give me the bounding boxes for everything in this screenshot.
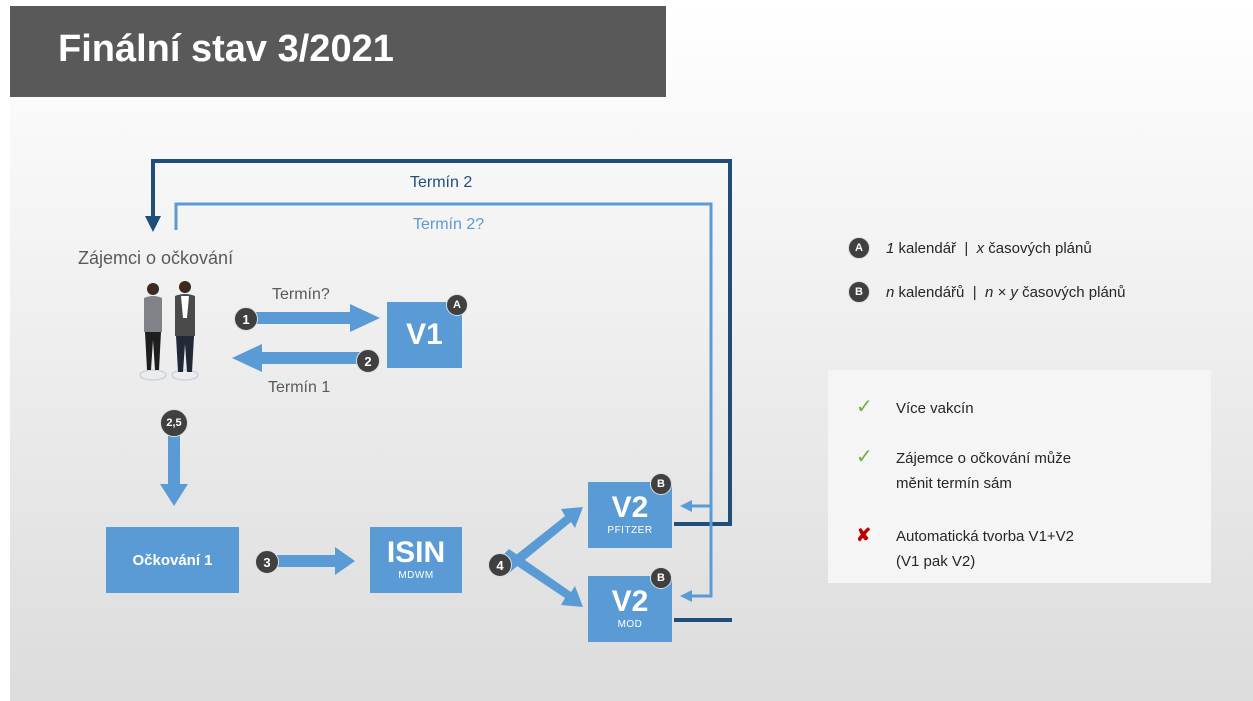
feature-item-2: ✓ Zájemce o očkování může měnit termín s…: [856, 446, 1071, 496]
arrow-to-v2-top: [502, 507, 583, 573]
badge-b-v2-mod: B: [650, 567, 672, 589]
isin-label: ISIN: [386, 536, 446, 569]
arrow-termin1-response: [232, 344, 360, 372]
feature-2-line2: měnit termín sám: [896, 475, 1012, 492]
v2-pfitzer-sublabel: PFITZER: [607, 525, 653, 536]
badge-b-v2-pfitzer: B: [650, 473, 672, 495]
termin2q-label: Termín 2?: [413, 216, 485, 233]
zajemci-label: Zájemci o očkování: [78, 248, 234, 268]
feature-item-1: ✓ Více vakcín: [856, 396, 974, 421]
legend-b-text2: časových plánů: [1017, 283, 1126, 301]
legend-b: B n kalendářů | n × y časových plánů: [848, 281, 1125, 303]
termin2-label: Termín 2: [410, 174, 473, 191]
ockovani1-box: Očkování 1: [106, 527, 239, 593]
arrow-to-ockovani: [160, 436, 188, 506]
arrow-to-v2-bottom: [502, 549, 583, 607]
v2-mod-label: V2: [611, 585, 649, 618]
legend-a-text1: kalendář |: [894, 239, 977, 257]
arrow-termin-request: [238, 304, 380, 332]
cross-icon: ✘: [856, 525, 872, 545]
step-marker-2-5: 2,5: [160, 409, 188, 437]
termin-request-label: Termín?: [272, 286, 330, 303]
legend-a-badge: A: [848, 237, 870, 259]
step-marker-1: 1: [234, 307, 258, 331]
ockovani1-label: Očkování 1: [132, 551, 213, 569]
feature-2-line1: Zájemce o očkování může: [896, 450, 1072, 467]
legend-a: A 1 kalendář | x časových plánů: [848, 237, 1092, 259]
legend-a-text2: časových plánů: [984, 239, 1092, 257]
check-icon: ✓: [856, 396, 873, 418]
badge-a-v1: A: [446, 294, 468, 316]
feature-1-line1: Více vakcín: [896, 400, 974, 417]
feature-panel: ✓ Více vakcín ✓ Zájemce o očkování může …: [828, 370, 1211, 583]
feature-item-3: ✘ Automatická tvorba V1+V2 (V1 pak V2): [856, 524, 1074, 574]
termin1-label: Termín 1: [268, 379, 331, 396]
people-icon: [139, 281, 199, 381]
step-marker-2: 2: [356, 349, 380, 373]
legend-b-badge: B: [848, 281, 870, 303]
legend-b-text1: kalendářů |: [894, 283, 985, 301]
legend-b-var: n × y: [984, 283, 1018, 301]
termin2q-loop-line: [174, 202, 713, 602]
v2-mod-sublabel: MOD: [617, 619, 643, 630]
feature-3-line2: (V1 pak V2): [896, 553, 976, 570]
v1-label: V1: [406, 318, 443, 351]
isin-sublabel: MDWM: [398, 570, 434, 581]
step-marker-3: 3: [255, 550, 279, 574]
arrow-to-isin: [276, 547, 355, 575]
slide: Finální stav 3/2021: [10, 6, 1253, 701]
title-bar: Finální stav 3/2021: [10, 6, 666, 97]
slide-title: Finální stav 3/2021: [58, 28, 394, 70]
step-marker-4: 4: [488, 553, 512, 577]
feature-3-line1: Automatická tvorba V1+V2: [896, 528, 1075, 545]
diagram-connectors: [145, 159, 732, 622]
legend-a-var: x: [976, 239, 985, 257]
check-icon: ✓: [856, 446, 873, 468]
legend-b-count: n: [886, 283, 895, 301]
v2-pfitzer-label: V2: [611, 491, 649, 524]
isin-box: ISIN MDWM: [370, 527, 462, 593]
legend-a-count: 1: [886, 239, 895, 257]
